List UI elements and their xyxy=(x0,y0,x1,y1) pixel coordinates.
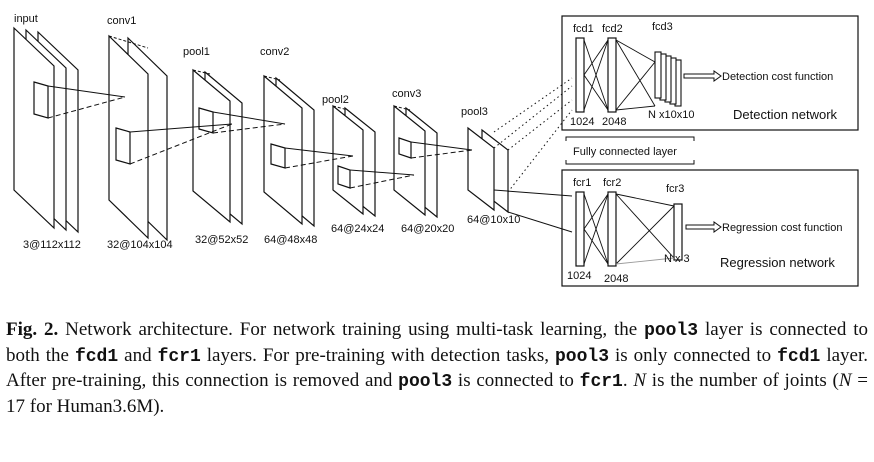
conv1-layer xyxy=(108,34,168,242)
caption-code-fcd1-2: fcd1 xyxy=(777,346,821,367)
fcr1-label: fcr1 xyxy=(573,177,591,189)
conv3-size: 64@20x20 xyxy=(401,223,454,235)
receptive-field-lines xyxy=(47,35,473,189)
pool3-label: pool3 xyxy=(461,106,488,118)
pool3-size: 64@10x10 xyxy=(467,214,520,226)
detection-network-box xyxy=(561,15,859,131)
input-layer xyxy=(13,26,79,234)
pool2-label: pool2 xyxy=(322,94,349,106)
caption-text-7: is connected to xyxy=(452,370,580,391)
fully-connected-label: Fully connected layer xyxy=(573,146,677,158)
fcr3-units: N x 3 xyxy=(664,253,690,265)
fcd3-units: N x10x10 xyxy=(648,109,694,121)
conv1-label: conv1 xyxy=(107,15,136,27)
caption-code-pool3-2: pool3 xyxy=(554,346,609,367)
caption-variable-n-2: N xyxy=(838,370,852,391)
pool1-layer xyxy=(192,68,243,226)
pool3-layer xyxy=(467,126,509,214)
caption-text-2: layer is connected to both the xyxy=(6,319,869,366)
fcd1-units: 1024 xyxy=(570,116,594,128)
caption-text-1: Network architecture. For network traini… xyxy=(58,319,645,340)
fcr2-units: 2048 xyxy=(604,273,628,285)
fcd3-label: fcd3 xyxy=(652,21,673,33)
caption-variable-n: N xyxy=(633,370,647,391)
regression-network-box xyxy=(561,169,859,287)
conv2-layer xyxy=(263,74,315,228)
input-size: 3@112x112 xyxy=(23,239,81,251)
network-architecture-diagram: input conv1 pool1 conv2 pool2 conv3 pool… xyxy=(13,13,859,287)
conv3-layer xyxy=(393,104,438,219)
pool2-layer xyxy=(332,104,376,218)
fcr3-label: fcr3 xyxy=(666,183,684,195)
conv3-label: conv3 xyxy=(392,88,421,100)
caption-text-4: layers. For pre-training with detection … xyxy=(200,344,555,366)
conv2-label: conv2 xyxy=(260,46,289,58)
caption-text-5: is only connected to xyxy=(609,344,778,366)
pool3-connections xyxy=(493,77,573,233)
detection-cost-label: Detection cost function xyxy=(722,71,833,83)
fcr2-label: fcr2 xyxy=(603,177,621,189)
pool1-size: 32@52x52 xyxy=(195,234,248,246)
caption-code-pool3-3: pool3 xyxy=(398,372,453,392)
regression-cost-label: Regression cost function xyxy=(722,222,842,234)
caption-code-fcd1: fcd1 xyxy=(74,346,119,367)
caption-text-9: is the number of joints ( xyxy=(646,370,839,391)
detection-network-title: Detection network xyxy=(733,107,838,122)
regression-network-title: Regression network xyxy=(720,255,835,270)
fully-connected-bracket xyxy=(565,136,695,165)
conv1-size: 32@104x104 xyxy=(107,239,173,251)
caption-text-8: . xyxy=(622,370,634,391)
figure-caption: Fig. 2. Network architecture. For networ… xyxy=(6,318,868,419)
conv2-size: 64@48x48 xyxy=(264,234,317,246)
fcd2-units: 2048 xyxy=(602,116,626,128)
caption-text-10: = 17 for Human3.6M). xyxy=(6,370,869,417)
pool1-label: pool1 xyxy=(183,46,210,58)
caption-code-pool3: pool3 xyxy=(644,321,699,341)
caption-code-fcr1-2: fcr1 xyxy=(579,372,623,392)
caption-code-fcr1: fcr1 xyxy=(157,346,201,367)
figure-number: Fig. 2. xyxy=(6,319,59,340)
pool2-size: 64@24x24 xyxy=(331,223,384,235)
fcr1-units: 1024 xyxy=(567,270,591,282)
caption-text-6: layer. After pre-training, this connecti… xyxy=(6,344,868,392)
fcd1-label: fcd1 xyxy=(573,23,594,35)
caption-text-3: and xyxy=(118,344,158,366)
fcd2-label: fcd2 xyxy=(602,23,623,35)
input-label: input xyxy=(14,13,38,25)
